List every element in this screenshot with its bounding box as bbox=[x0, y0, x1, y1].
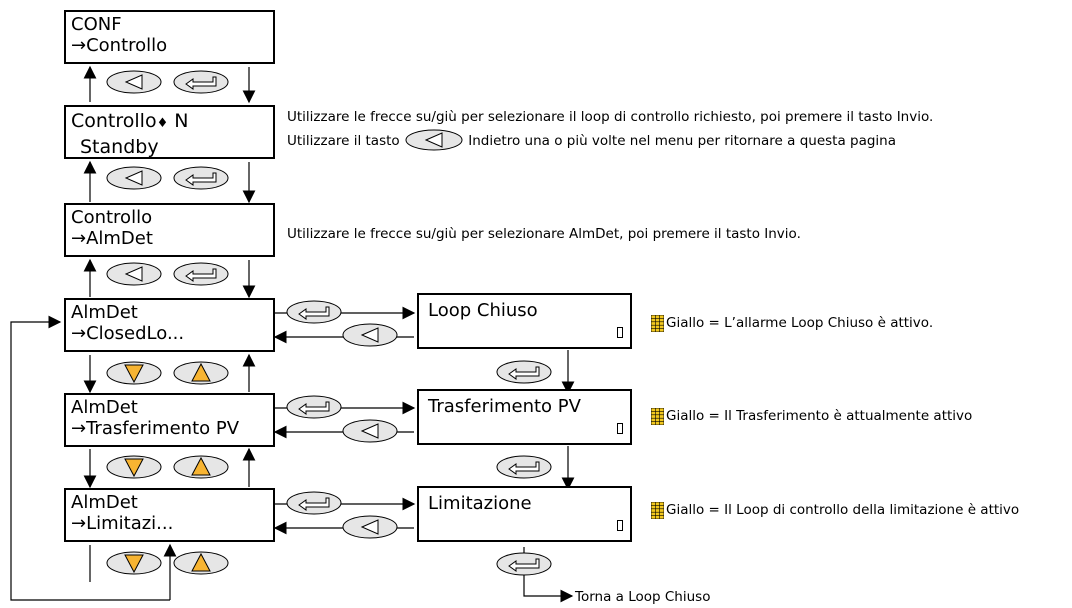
screen-line: Controllo♦ N bbox=[71, 109, 273, 135]
return-label: Torna a Loop Chiuso bbox=[575, 587, 710, 608]
back-key-icon bbox=[106, 70, 162, 94]
screen-line: CONF bbox=[71, 14, 122, 35]
note-back-key: Utilizzare il tasto Indietro una o più v… bbox=[287, 129, 896, 152]
up-key-icon bbox=[173, 361, 229, 385]
screen-loop-chiuso: Loop Chiuso bbox=[417, 293, 632, 349]
enter-key-icon bbox=[496, 455, 552, 479]
screen-controllo-select: Controllo♦ N Standby bbox=[64, 105, 275, 159]
down-key-icon bbox=[106, 361, 162, 385]
screen-line: →Controllo bbox=[71, 35, 168, 56]
enter-key-icon bbox=[496, 552, 552, 576]
screen-title: Loop Chiuso bbox=[428, 300, 538, 321]
screen-almdet-closedloop: AlmDet →ClosedLo... bbox=[64, 298, 275, 352]
screen-text: Controllo bbox=[71, 110, 157, 132]
return-text: Torna a Loop Chiuso bbox=[575, 589, 711, 605]
screen-almdet-transfer: AlmDet →Trasferimento PV bbox=[64, 393, 275, 447]
screen-line: →Limitazi... bbox=[71, 513, 174, 534]
back-key-icon bbox=[342, 323, 398, 347]
up-key-icon bbox=[173, 551, 229, 575]
screen-line: AlmDet bbox=[71, 397, 138, 418]
note-text: Utilizzare il tasto bbox=[287, 133, 400, 149]
screen-title: Trasferimento PV bbox=[428, 396, 581, 417]
loop-back-line bbox=[10, 315, 170, 601]
down-key-icon bbox=[106, 551, 162, 575]
note-text: Indietro una o più volte nel menu per ri… bbox=[468, 133, 897, 149]
back-key-icon bbox=[405, 129, 463, 151]
screen-line: →Trasferimento PV bbox=[71, 418, 240, 439]
status-indicator bbox=[617, 520, 623, 531]
yellow-indicator-icon bbox=[651, 502, 664, 519]
screen-controllo: Controllo →AlmDet bbox=[64, 203, 275, 257]
yellow-indicator-icon bbox=[651, 315, 664, 332]
screen-line: Standby bbox=[80, 136, 159, 158]
legend-text: Giallo = Il Trasferimento è attualmente … bbox=[666, 408, 973, 424]
status-indicator bbox=[617, 423, 623, 434]
enter-key-icon bbox=[286, 300, 342, 324]
legend-text: Giallo = Il Loop di controllo della limi… bbox=[666, 502, 1020, 518]
back-key-icon bbox=[342, 419, 398, 443]
screen-line: →ClosedLo... bbox=[71, 323, 185, 344]
screen-almdet-limit: AlmDet →Limitazi... bbox=[64, 488, 275, 542]
enter-key-icon bbox=[496, 360, 552, 384]
screen-trasferimento-pv: Trasferimento PV bbox=[417, 389, 632, 445]
screen-value: N bbox=[174, 110, 189, 132]
back-key-icon bbox=[106, 262, 162, 286]
enter-key-icon bbox=[173, 70, 229, 94]
screen-line: →AlmDet bbox=[71, 228, 153, 249]
yellow-indicator-icon bbox=[651, 408, 664, 425]
screen-line: AlmDet bbox=[71, 492, 138, 513]
back-key-icon bbox=[106, 166, 162, 190]
status-indicator bbox=[617, 327, 623, 338]
note-select-almdet: Utilizzare le frecce su/giù per selezion… bbox=[287, 224, 801, 245]
legend-limitazione: Giallo = Il Loop di controllo della limi… bbox=[666, 500, 1019, 521]
enter-key-icon bbox=[173, 166, 229, 190]
legend-loop-chiuso: Giallo = L’allarme Loop Chiuso è attivo. bbox=[666, 313, 933, 334]
down-key-icon bbox=[106, 455, 162, 479]
screen-limitazione: Limitazione bbox=[417, 486, 632, 542]
screen-title: Limitazione bbox=[428, 493, 532, 514]
enter-key-icon bbox=[286, 491, 342, 515]
screen-line: AlmDet bbox=[71, 302, 138, 323]
updown-icon: ♦ bbox=[156, 116, 169, 131]
enter-key-icon bbox=[286, 395, 342, 419]
up-key-icon bbox=[173, 455, 229, 479]
legend-text: Giallo = L’allarme Loop Chiuso è attivo. bbox=[666, 315, 934, 331]
note-text: Utilizzare le frecce su/giù per selezion… bbox=[287, 226, 801, 242]
legend-trasferimento: Giallo = Il Trasferimento è attualmente … bbox=[666, 406, 972, 427]
back-key-icon bbox=[342, 515, 398, 539]
screen-line: Controllo bbox=[71, 207, 153, 228]
enter-key-icon bbox=[173, 262, 229, 286]
note-text: Utilizzare le frecce su/giù per selezion… bbox=[287, 109, 934, 125]
screen-conf: CONF →Controllo bbox=[64, 10, 275, 64]
note-select-loop: Utilizzare le frecce su/giù per selezion… bbox=[287, 107, 933, 128]
